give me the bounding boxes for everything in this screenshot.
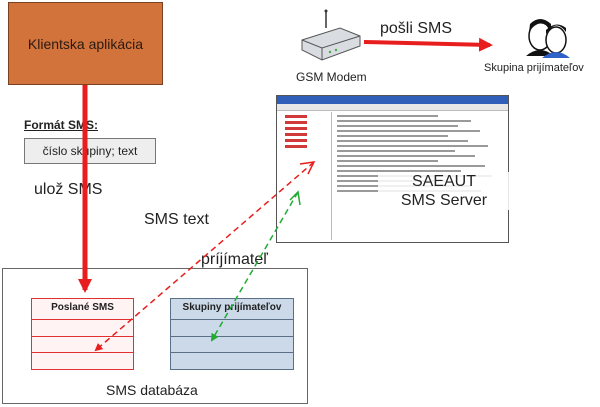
client-app-label: Klientska aplikácia [27, 35, 144, 52]
send-arrow [363, 37, 493, 52]
window-title-bar [277, 96, 508, 104]
sms-database-label: SMS databáza [106, 382, 198, 398]
people-icon [526, 19, 570, 58]
sms-text-arrow-head [299, 161, 316, 175]
table-row [32, 352, 133, 369]
sms-text-label: SMS text [144, 211, 209, 228]
recipient-arrow [210, 191, 299, 342]
recipient-group-label: Skupina prijímateľov [484, 62, 584, 74]
table-row [171, 319, 293, 336]
server-name-line1: SAEAUT [411, 173, 476, 190]
table-row [171, 352, 293, 369]
server-name-line2: SMS Server [400, 192, 488, 209]
table-row [32, 319, 133, 336]
sms-format-label: Formát SMS: [24, 118, 99, 132]
sms-format-box: číslo skupiny; text [24, 138, 156, 164]
sms-format-value: číslo skupiny; text [42, 144, 138, 158]
client-app-box: Klientska aplikácia [8, 2, 163, 85]
sent-sms-table-header: Poslané SMS [51, 302, 114, 313]
sent-sms-table: Poslané SMS [31, 298, 134, 370]
table-row [32, 335, 133, 353]
sms-text-arrow [94, 161, 315, 352]
recipient-arrow-head [289, 190, 301, 206]
table-row [171, 335, 293, 353]
recipient-groups-table: Skupiny prijímateľov [170, 298, 294, 370]
send-sms-label: pošli SMS [380, 20, 453, 37]
window-tree-pane [279, 112, 332, 240]
gsm-modem-label: GSM Modem [296, 70, 367, 84]
sms-server-label: SAEAUT SMS Server [378, 172, 510, 210]
recipient-groups-table-header: Skupiny prijímateľov [182, 302, 282, 313]
window-menu-bar [277, 104, 508, 111]
modem-icon [301, 9, 361, 61]
recipient-label: príjímateľ [201, 251, 268, 268]
